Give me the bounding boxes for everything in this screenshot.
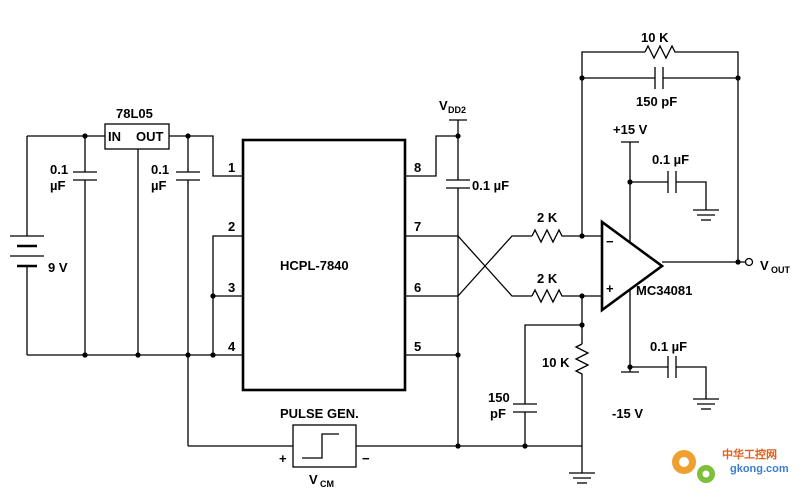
c-vdd2-value: 0.1 µF <box>472 178 509 193</box>
c-in-unit: µF <box>50 178 65 193</box>
c-in-value: 0.1 <box>50 162 68 177</box>
positive-supply: +15 V 0.1 µF <box>613 122 719 221</box>
regulator-in-label: IN <box>108 129 121 144</box>
pin-8-label: 8 <box>414 160 421 175</box>
pos-supply-label: +15 V <box>613 122 648 137</box>
vcm-label-sub: CM <box>320 479 334 489</box>
battery-label: 9 V <box>48 260 68 275</box>
r-in-bottom-label: 2 K <box>537 271 558 286</box>
pin-2-label: 2 <box>228 219 235 234</box>
ic-name: HCPL-7840 <box>280 258 349 273</box>
negative-supply: -15 V 0.1 µF <box>612 339 719 421</box>
battery-section: 9 V <box>10 135 243 356</box>
pulse-title: PULSE GEN. <box>280 406 359 421</box>
gear-icon <box>672 450 715 483</box>
regulator-name: 78L05 <box>116 106 153 121</box>
opamp-name: MC34081 <box>636 283 692 298</box>
regulator-78l05: 78L05 IN OUT <box>104 106 170 358</box>
pulse-minus: − <box>362 451 370 466</box>
c-out-unit: µF <box>151 178 166 193</box>
capacitor-c-out: 0.1 µF <box>151 136 200 446</box>
c-pos-label: 0.1 µF <box>652 152 689 167</box>
pin-5-label: 5 <box>414 339 421 354</box>
c-neg-label: 0.1 µF <box>650 339 687 354</box>
battery-icon <box>10 235 44 268</box>
watermark-url: gkong.com <box>730 463 789 475</box>
pin-6-label: 6 <box>414 280 421 295</box>
c-bottom-value: 150 <box>488 390 510 405</box>
ic-hcpl-7840: HCPL-7840 1 2 3 4 8 7 6 5 <box>228 138 421 392</box>
opamp-mc34081: − + MC34081 <box>600 142 692 372</box>
feedback-network: 10 K 150 pF <box>579 30 741 262</box>
bias-network: 10 K 150 pF <box>488 296 590 446</box>
c-out-value: 0.1 <box>151 162 169 177</box>
vdd2-label-main: V <box>439 98 448 113</box>
ground-icon <box>693 209 719 221</box>
pulse-plus: + <box>279 451 287 466</box>
r-bottom-label: 10 K <box>542 355 570 370</box>
pin-7-label: 7 <box>414 219 421 234</box>
r-in-top-label: 2 K <box>537 210 558 225</box>
watermark: 中华工控网 gkong.com <box>672 447 789 483</box>
resistor-2k-top: 2 K <box>531 210 582 244</box>
c-feedback-label: 150 pF <box>636 94 677 109</box>
r-feedback-label: 10 K <box>641 30 669 45</box>
watermark-brand: 中华工控网 <box>722 447 777 461</box>
output-terminal <box>744 257 754 267</box>
pin-4-label: 4 <box>228 339 236 354</box>
output-label-sub: OUT <box>771 265 791 275</box>
pulse-generator: PULSE GEN. + − V CM <box>279 406 370 489</box>
neg-supply-label: -15 V <box>612 406 643 421</box>
vdd2-supply: V DD2 0.1 µF <box>405 98 509 446</box>
ground-icon <box>569 472 595 484</box>
capacitor-c-in: 0.1 µF <box>50 133 97 358</box>
output-label-main: V <box>760 258 769 273</box>
opamp-plus: + <box>606 281 614 296</box>
regulator-out-label: OUT <box>136 129 164 144</box>
step-waveform-icon <box>302 433 339 459</box>
pin-1-label: 1 <box>228 160 235 175</box>
pin-3-label: 3 <box>228 280 235 295</box>
c-bottom-unit: pF <box>490 406 506 421</box>
opamp-minus: − <box>606 234 614 249</box>
resistor-2k-bottom: 2 K <box>531 271 582 304</box>
vdd2-label-sub: DD2 <box>448 105 466 115</box>
vcm-label-main: V <box>309 472 318 487</box>
ground-icon <box>693 398 719 410</box>
